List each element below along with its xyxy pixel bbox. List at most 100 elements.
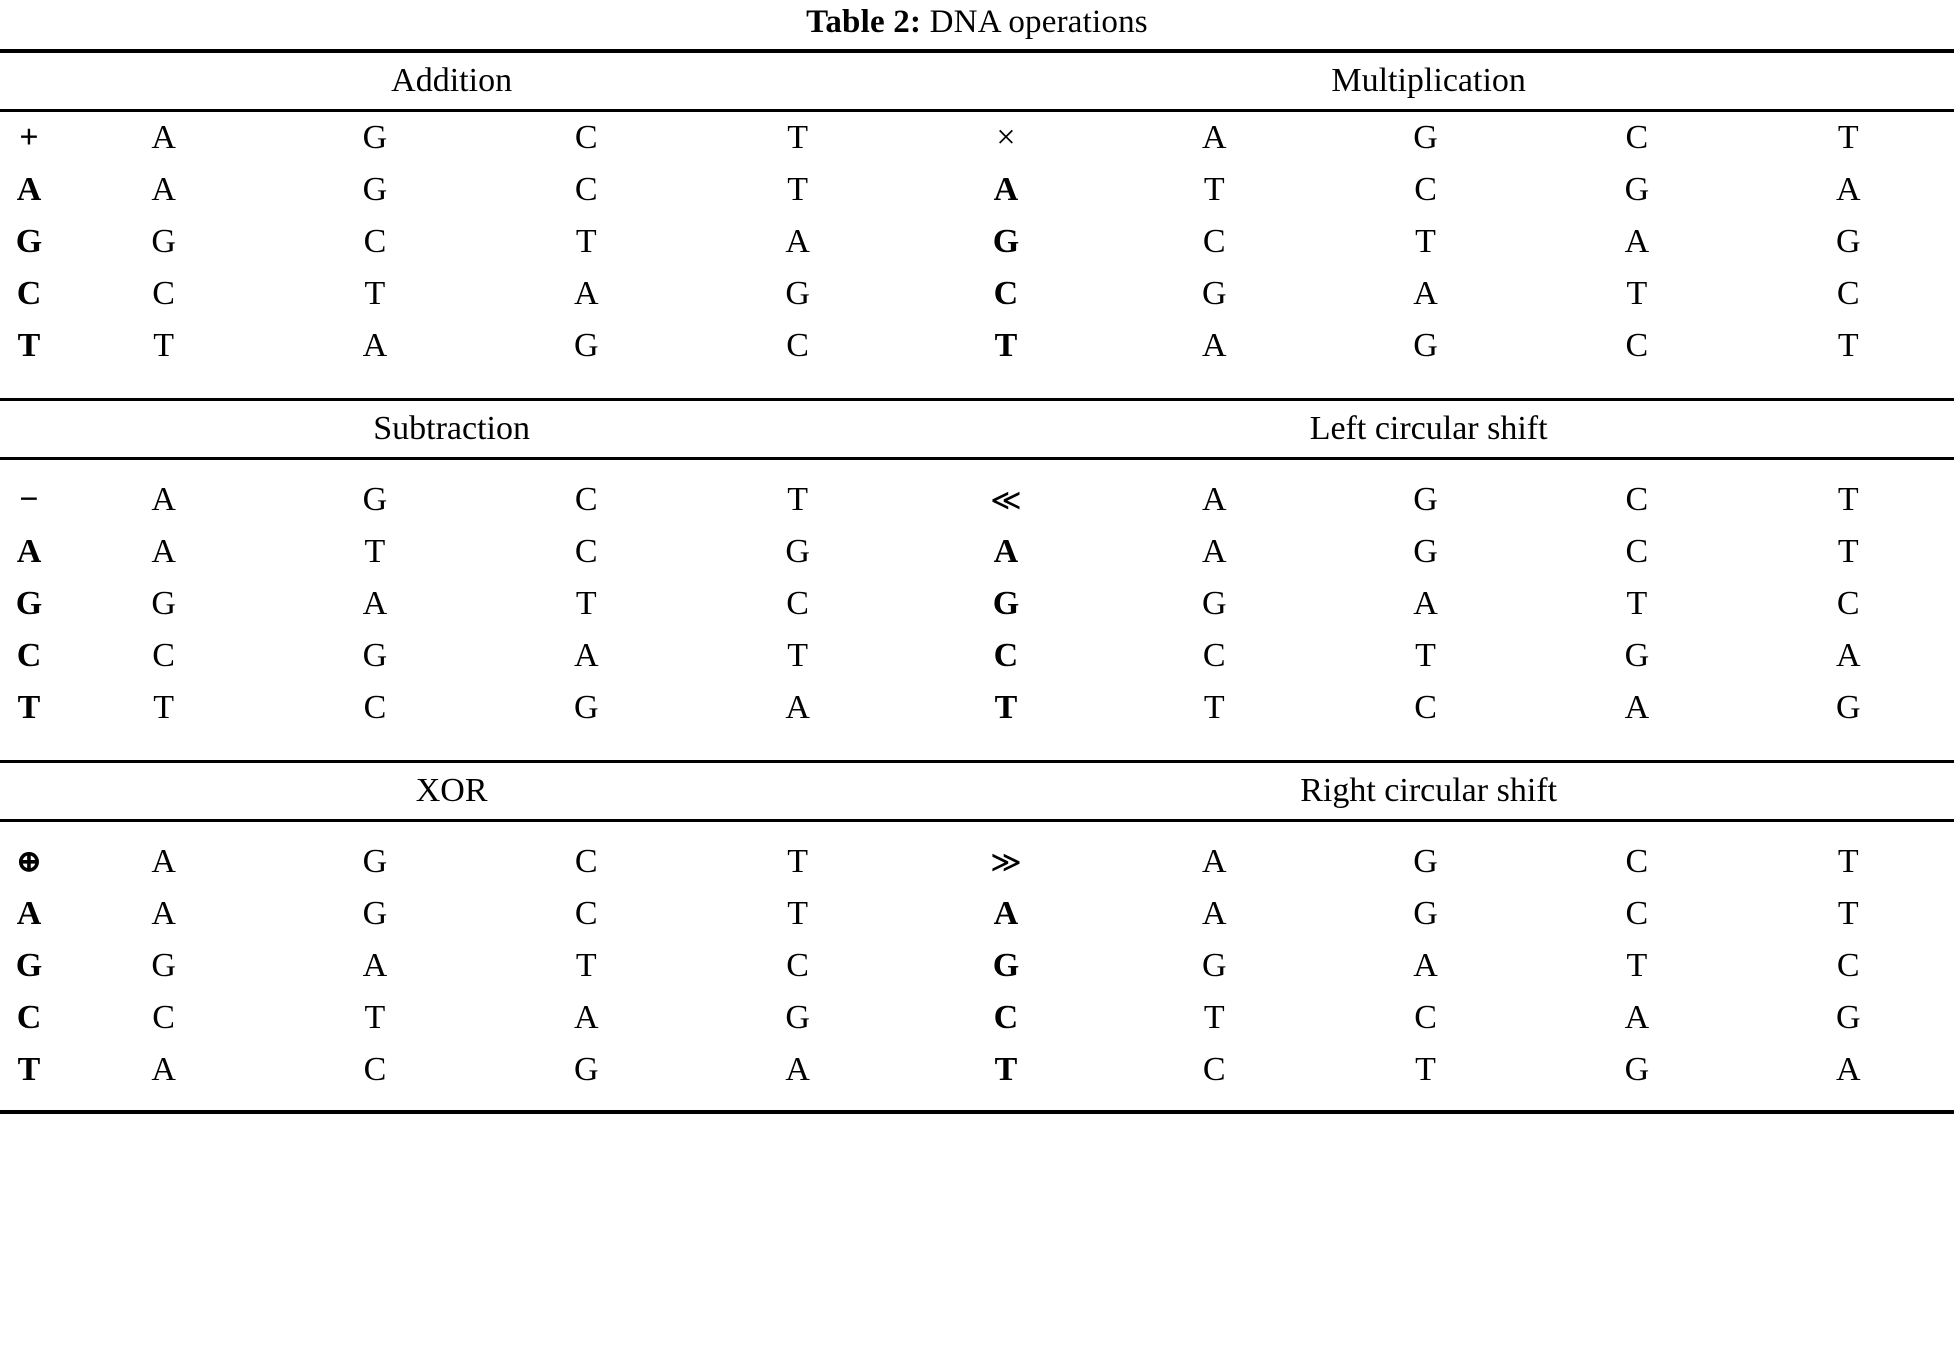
row-gap [0,460,1954,474]
row-header: A [16,533,42,570]
caption-label: Table 2: [806,4,922,40]
table-row: G G C T A G C T A G [0,216,1954,268]
cell: A [151,171,176,208]
cell: A [1835,637,1861,674]
table-row: C C T A G C T C A G [0,992,1954,1044]
section-title-xor: XOR [415,772,488,809]
row-header: A [993,171,1019,208]
col-header: T [1837,119,1859,156]
cell: T [153,327,174,364]
cell: G [1624,171,1650,208]
cell: C [1202,637,1226,674]
col-header: A [1201,843,1227,880]
col-header: A [151,119,176,156]
cell: G [573,1051,599,1088]
col-header: T [787,843,808,880]
rule-section-2 [0,457,1954,461]
cell: A [1413,275,1438,312]
row-header: A [993,533,1019,570]
cell: A [1624,999,1650,1036]
col-header: A [151,843,176,880]
table-caption: Table 2: DNA operations [0,0,1954,49]
plus-sign-icon: + [19,119,39,156]
col-header: C [574,119,598,156]
cell: T [575,585,597,622]
cell: G [1624,637,1650,674]
cell: C [152,275,175,312]
cell: A [573,637,599,674]
section-title-multiplication: Multiplication [1331,62,1526,99]
col-header: G [362,119,388,156]
table-row: C C G A T C C T G A [0,630,1954,682]
col-header: C [1625,481,1649,518]
cell: G [785,533,810,570]
cell: T [1203,689,1225,726]
xor-sign-icon: ⊕ [15,843,43,879]
row-header: A [16,895,42,932]
cell: T [1837,895,1859,932]
rule-line [0,760,1954,764]
row-header: T [17,1051,41,1088]
cell: A [362,327,388,364]
cell: C [786,947,809,984]
cell: A [362,585,388,622]
right-shift-sign-icon: ≫ [990,846,1022,879]
section-gap [0,734,1954,762]
cell: T [575,947,597,984]
cell: C [1414,999,1437,1036]
cell: C [363,1051,387,1088]
row-gap [0,822,1954,836]
cell: C [1414,171,1437,208]
row-header: C [16,637,42,674]
minus-sign-icon: − [19,481,39,518]
cell: G [1201,585,1227,622]
cell: A [151,895,176,932]
row-header: G [15,947,43,984]
cell: T [787,171,808,208]
cell: A [785,1051,810,1088]
section-title-subtraction: Subtraction [373,410,531,447]
cell: T [1837,533,1859,570]
col-header: C [1625,119,1649,156]
table-row: A A G C T A T C G A [0,164,1954,216]
cell: A [1413,585,1438,622]
table-row: G G A T C G G A T C [0,940,1954,992]
cell: A [1624,223,1650,260]
cell: T [364,533,386,570]
cell: G [1413,327,1438,364]
cell: A [1413,947,1438,984]
row-header: G [992,223,1020,260]
col-header: G [1413,843,1438,880]
table-row: C C T A G C G A T C [0,268,1954,320]
cell: T [1203,171,1225,208]
col-header: C [574,481,598,518]
multiplication-sign-icon: × [996,119,1016,156]
section-2-headings: Subtraction Left circular shift [0,401,1954,459]
section-3-headings: XOR Right circular shift [0,763,1954,821]
cell: G [785,275,810,312]
cell: T [1626,275,1648,312]
rule-line [0,819,1954,823]
cell: C [1625,327,1649,364]
caption-text: DNA operations [929,4,1148,40]
row-header: C [993,275,1019,312]
cell: G [1835,689,1861,726]
cell: T [364,999,386,1036]
rule-section-3 [0,819,1954,823]
cell: T [1415,637,1436,674]
cell: C [1836,947,1860,984]
cell: C [363,223,387,260]
section-title-right-circular-shift: Right circular shift [1300,772,1558,809]
col-header: T [787,481,808,518]
cell: G [151,585,176,622]
cell: C [1836,275,1860,312]
cell: C [1202,223,1226,260]
row-header: G [992,947,1020,984]
cell: G [1413,895,1438,932]
cell: G [151,947,176,984]
cell: T [1626,585,1648,622]
cell: T [787,637,808,674]
cell: T [575,223,597,260]
rule-line [0,398,1954,402]
col-header: T [1837,481,1859,518]
